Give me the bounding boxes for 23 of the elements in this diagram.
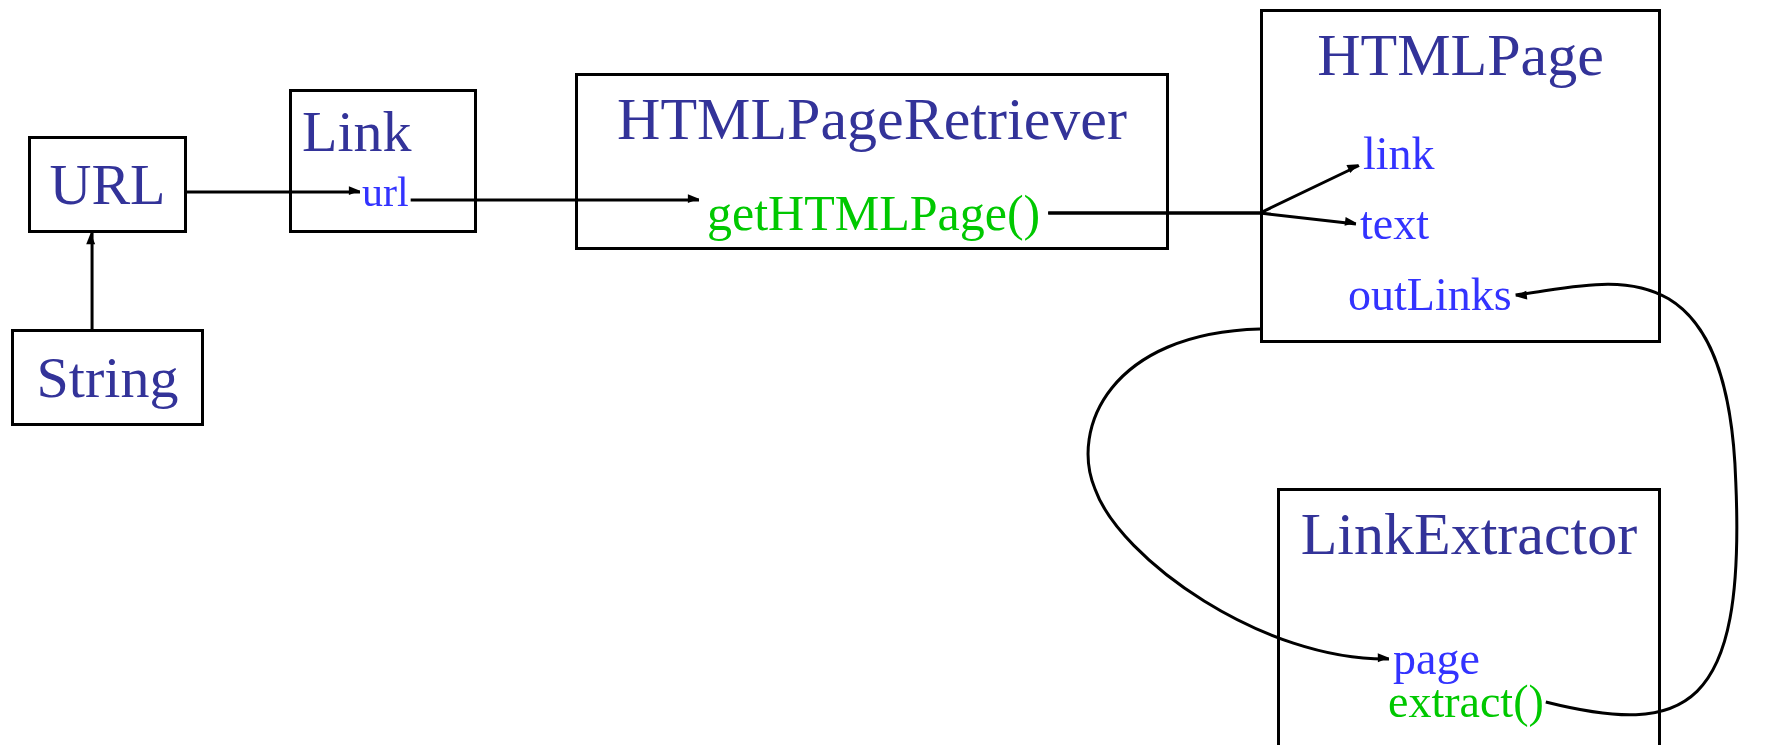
class-name: HTMLPage xyxy=(1316,22,1605,88)
class-name: URL xyxy=(48,152,167,217)
arrow xyxy=(187,186,361,196)
arrow xyxy=(1515,282,1739,717)
field-label: url xyxy=(362,171,409,213)
class-box xyxy=(1260,9,1661,343)
arrow xyxy=(410,194,700,204)
arrow xyxy=(1086,327,1390,662)
arrow xyxy=(86,232,96,329)
field-label: page xyxy=(1393,636,1480,682)
class-box xyxy=(575,73,1169,250)
field-label: outLinks xyxy=(1348,272,1512,318)
class-name: LinkExtractor xyxy=(1299,501,1639,567)
class-box xyxy=(11,329,204,426)
arrow xyxy=(1048,211,1357,226)
class-box xyxy=(1277,488,1661,745)
class-name: String xyxy=(35,345,180,410)
class-box xyxy=(289,89,477,233)
class-box xyxy=(28,136,187,233)
class-name: HTMLPageRetriever xyxy=(616,86,1128,152)
field-label: text xyxy=(1360,201,1429,247)
field-label: link xyxy=(1363,131,1435,177)
class-name: Link xyxy=(302,100,412,164)
